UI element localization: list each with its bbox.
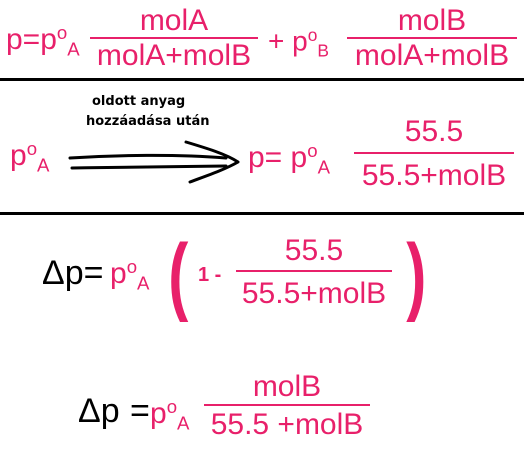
eq3-sup-o: o xyxy=(126,256,138,277)
eq4-fraction: molB 55.5 +molB xyxy=(204,370,370,444)
eq1-sup-o-2: o xyxy=(307,25,318,45)
eq2-p0: poA xyxy=(10,138,49,177)
eq2-fraction: 55.5 55.5+molB xyxy=(354,112,514,198)
eq3-p: p xyxy=(110,257,127,291)
eq1-sub-a: A xyxy=(67,38,80,60)
eq3-frac-bar xyxy=(236,270,392,272)
eq3-frac-numerator: 55.5 xyxy=(284,234,344,267)
divider-2 xyxy=(0,212,524,215)
eq2-frac-denominator: 55.5+molB xyxy=(361,159,507,192)
eq2-sup-o-2: o xyxy=(307,140,318,161)
eq3-frac-denominator: 55.5+molB xyxy=(241,277,387,310)
eq2-sup-o: o xyxy=(26,138,38,159)
eq3-delta: Δp= xyxy=(42,254,104,292)
eq1-frac-b-numerator: molB xyxy=(397,4,467,37)
eq4-sub-a: A xyxy=(177,412,190,434)
eq4-frac-bar xyxy=(204,404,370,406)
eq2-p: p xyxy=(10,139,27,173)
eq2-sub-a-2: A xyxy=(317,156,330,178)
eq1-p-equals: p=p xyxy=(6,23,57,57)
eq1-frac-a-bar xyxy=(90,37,258,39)
eq4-p0: poA xyxy=(150,396,189,435)
eq2-rhs: p= poA xyxy=(248,140,330,179)
eq1-plus-p: + p xyxy=(268,25,308,57)
eq2-sub-a: A xyxy=(37,154,50,176)
eq1-fraction-a: molA molA+molB xyxy=(90,5,258,73)
eq2-frac-bar xyxy=(354,152,514,154)
eq1-plus-term: + poB xyxy=(268,25,329,62)
eq3-close-paren: ) xyxy=(406,227,427,323)
eq4-equals: = xyxy=(130,392,150,430)
eq3-p0: poA xyxy=(110,256,149,295)
eq1-frac-b-bar xyxy=(347,37,517,39)
eq3-fraction: 55.5 55.5+molB xyxy=(236,232,392,316)
eq2-frac-numerator: 55.5 xyxy=(404,115,464,148)
eq1-frac-b-denominator: molA+molB xyxy=(354,39,510,72)
eq2-p-equals: p= p xyxy=(248,141,308,175)
eq1-fraction-b: molB molA+molB xyxy=(347,5,517,73)
eq3-open-paren: ( xyxy=(168,227,189,323)
eq4-frac-denominator: 55.5 +molB xyxy=(210,408,364,441)
eq4-frac-numerator: molB xyxy=(252,370,322,403)
eq1-sup-o: o xyxy=(56,22,68,43)
eq1-frac-a-numerator: molA xyxy=(139,4,209,37)
arrow-label-line-1: oldott anyag xyxy=(92,94,186,109)
eq1-frac-a-denominator: molA+molB xyxy=(96,39,252,72)
eq3-one-minus: 1 - xyxy=(198,264,222,286)
eq1-lhs: p=poA xyxy=(6,22,80,61)
arrow-label-line-2: hozzáadása után xyxy=(86,114,210,129)
eq1-sub-b: B xyxy=(317,40,329,61)
eq4-delta: Δp xyxy=(78,392,120,430)
eq4-p: p xyxy=(150,397,167,431)
hand-drawn-arrow-icon xyxy=(68,140,240,184)
eq4-sup-o: o xyxy=(166,396,178,417)
divider-1 xyxy=(0,78,524,81)
eq3-sub-a: A xyxy=(137,272,150,294)
